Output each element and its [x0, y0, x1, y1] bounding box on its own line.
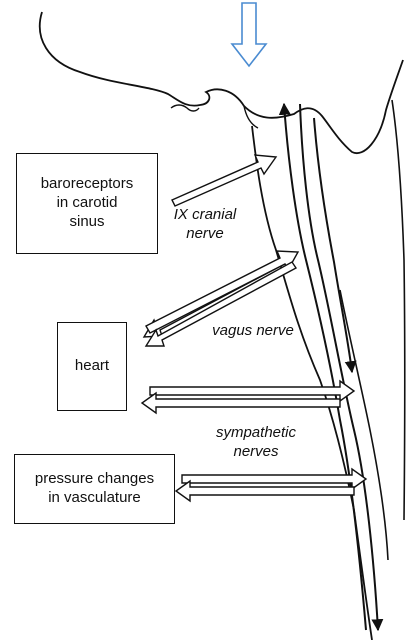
heart-box: heart: [57, 322, 127, 411]
brain-fold-2: [244, 106, 258, 128]
spinal-tract-ascending: [284, 104, 366, 630]
vagus-nerve-label: vagus nerve: [198, 322, 308, 341]
sympathetic-heart-arrow-right: [150, 381, 354, 401]
neck-outline-left: [252, 126, 372, 640]
spinal-tract-descending: [300, 104, 378, 630]
heart-label: heart: [75, 357, 109, 376]
pressure-changes-label: pressure changes in vasculature: [35, 470, 154, 508]
neck-outline-right: [392, 100, 405, 520]
baroreceptors-box: baroreceptors in carotid sinus: [16, 153, 158, 254]
ix-cranial-nerve-label: IX cranial nerve: [160, 206, 250, 244]
brain-outline: [40, 12, 403, 153]
down-arrow-outline-icon: [232, 3, 266, 66]
vasculature-arrow-left: [176, 481, 354, 501]
baroreceptors-label: baroreceptors in carotid sinus: [41, 175, 134, 231]
ix-nerve-arrow: [172, 155, 276, 206]
sympathetic-heart-arrow-left: [142, 393, 340, 413]
vagus-afferent-arrow: [146, 251, 298, 333]
sympathetic-nerves-label: sympathetic nerves: [196, 424, 316, 462]
pressure-changes-box: pressure changes in vasculature: [14, 454, 175, 524]
vasculature-arrow-right: [182, 469, 366, 489]
spinal-tract-lower: [340, 290, 388, 560]
